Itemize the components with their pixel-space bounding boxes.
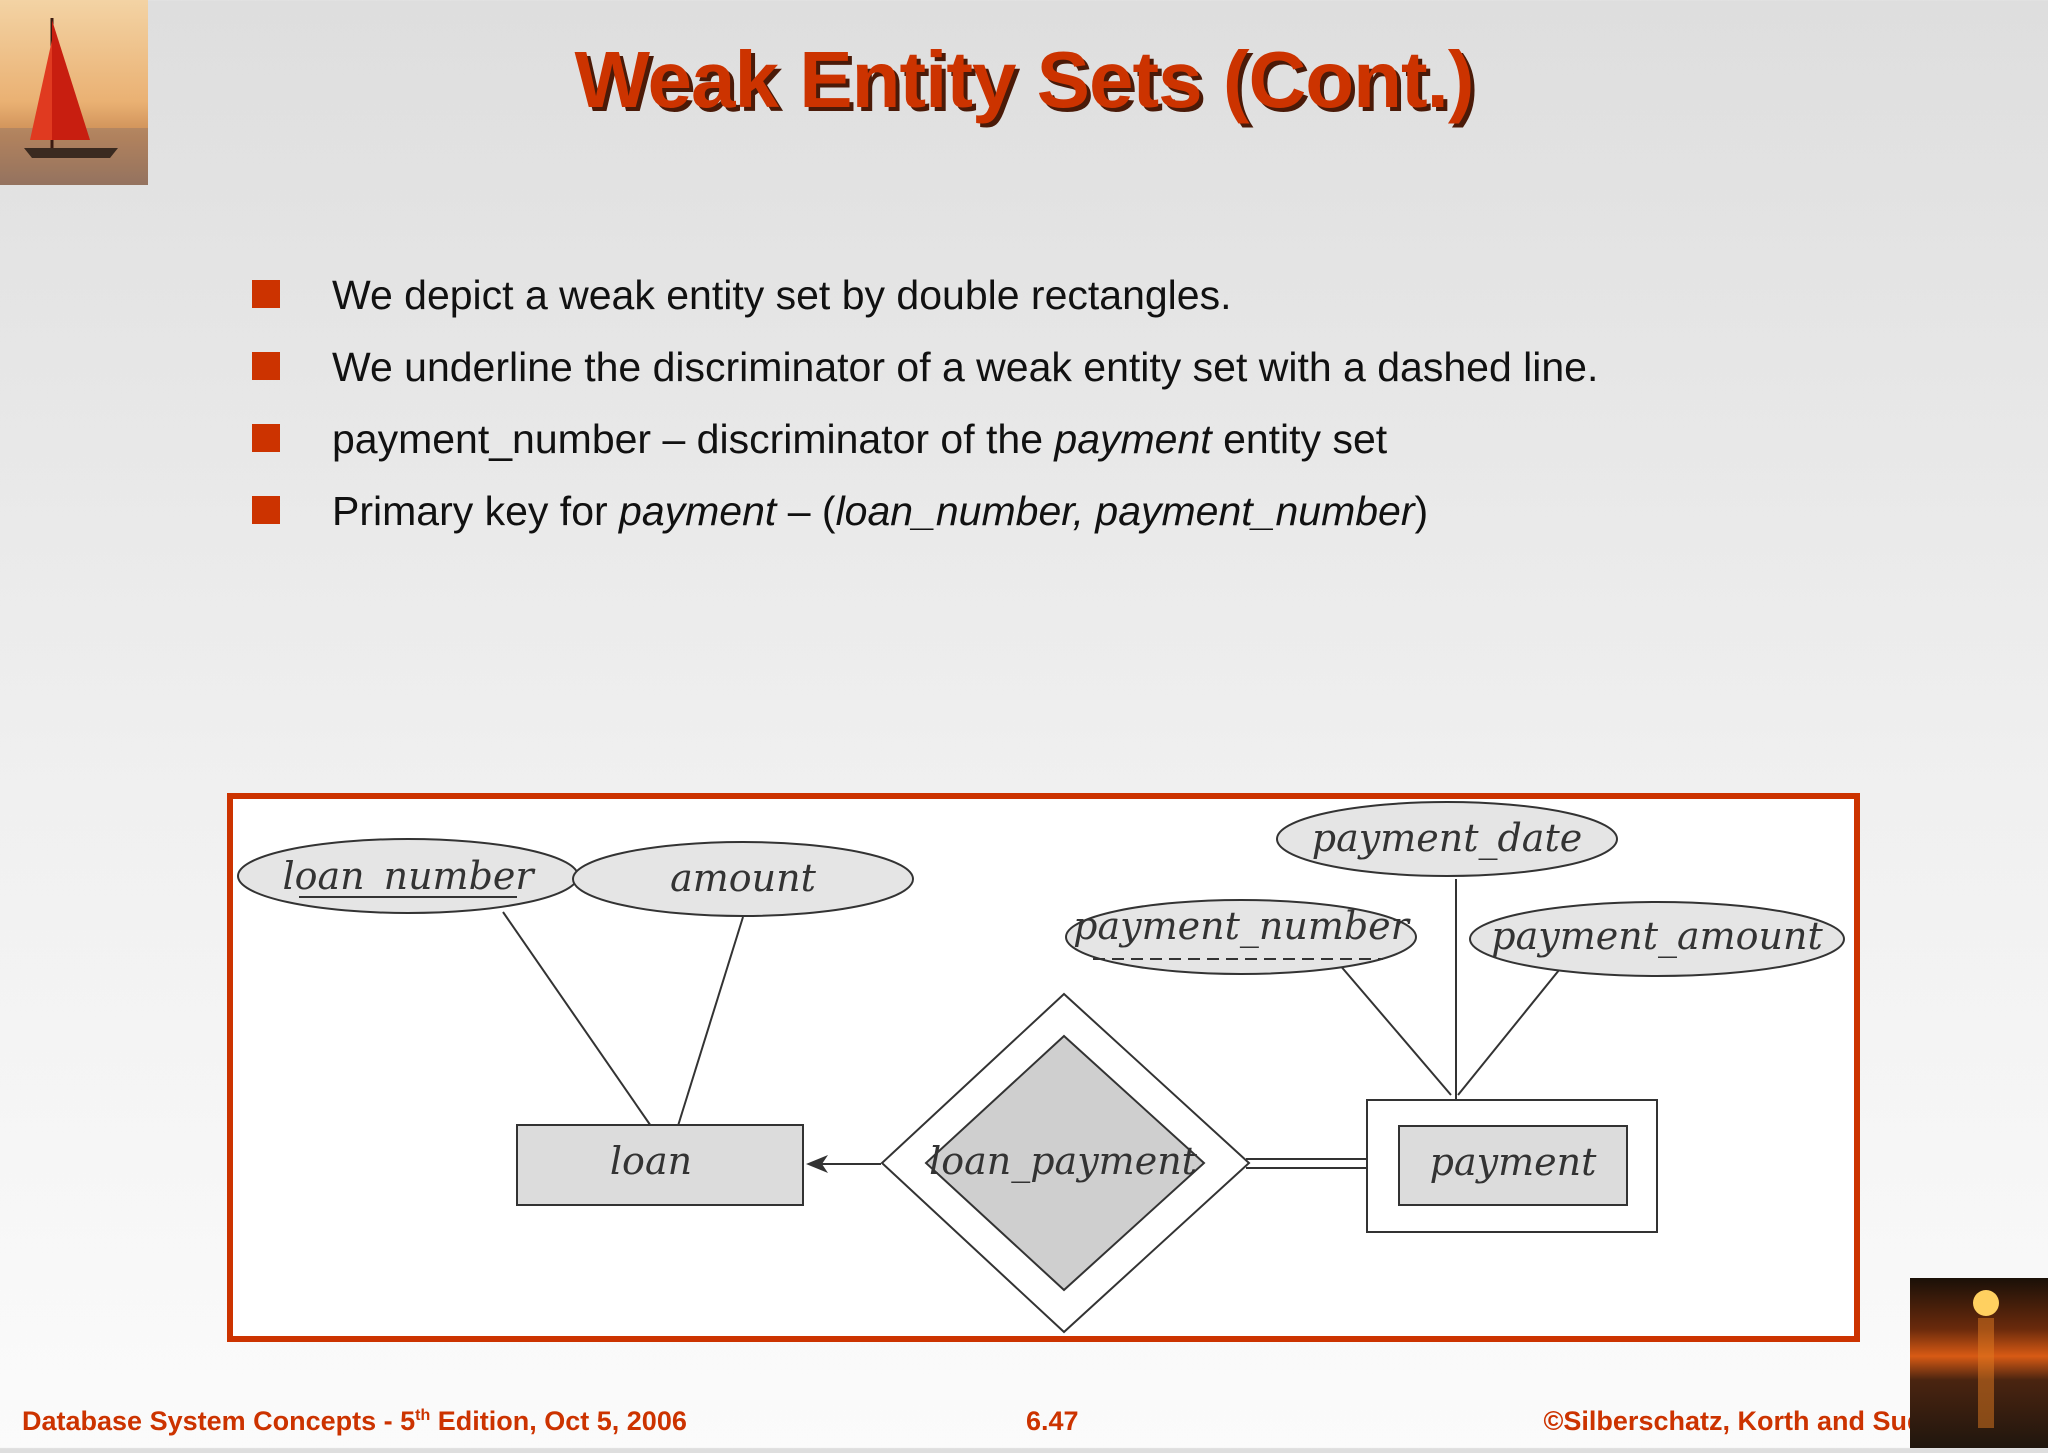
relationship-loan-payment: loan_payment <box>880 992 1251 1334</box>
entity-payment: payment <box>1366 1099 1658 1233</box>
attribute-payment-amount: payment_amount <box>1469 901 1845 977</box>
attribute-label: loan_number <box>282 854 536 899</box>
connector-lines <box>502 879 1569 1169</box>
attribute-payment-number: payment_number <box>1065 899 1417 975</box>
bullet-text: payment_number – discriminator of the pa… <box>332 416 1388 462</box>
attribute-label: payment_date <box>1312 816 1582 861</box>
bullet-marker <box>252 280 280 308</box>
er-diagram: loan_number amount payment_date payment_… <box>237 801 1845 1334</box>
bullet-marker <box>252 352 280 380</box>
sailboat-icon <box>0 18 148 185</box>
attribute-label: payment_amount <box>1491 914 1823 959</box>
entity-loan: loan <box>516 1124 804 1206</box>
bullet-text: Primary key for payment – (loan_number, … <box>332 488 1429 534</box>
bullet-text: We underline the discriminator of a weak… <box>332 344 1599 390</box>
arrow-head-icon <box>806 1155 828 1173</box>
footer-page-number: 6.47 <box>1026 1406 1079 1436</box>
slide-title: Weak Entity Sets (Cont.) <box>574 35 1474 124</box>
bullet-marker <box>252 496 280 524</box>
entity-label: loan <box>610 1139 692 1183</box>
footer-book-title: Database System Concepts - 5th Edition, … <box>22 1406 687 1436</box>
bullet-marker <box>252 424 280 452</box>
attribute-amount: amount <box>572 841 914 917</box>
sailboat-logo <box>0 0 148 185</box>
attribute-label: payment_number <box>1073 904 1412 949</box>
bullet-text: We depict a weak entity set by double re… <box>332 272 1232 318</box>
er-diagram-frame: loan_number amount payment_date payment_… <box>227 793 1860 1342</box>
attribute-payment-date: payment_date <box>1276 801 1618 877</box>
sunset-icon <box>1973 1290 1999 1428</box>
relationship-label: loan_payment <box>929 1139 1198 1184</box>
sunset-logo <box>1910 1278 2048 1448</box>
entity-label: payment <box>1430 1140 1597 1184</box>
attribute-label: amount <box>670 856 817 900</box>
attribute-loan-number: loan_number <box>237 838 579 914</box>
